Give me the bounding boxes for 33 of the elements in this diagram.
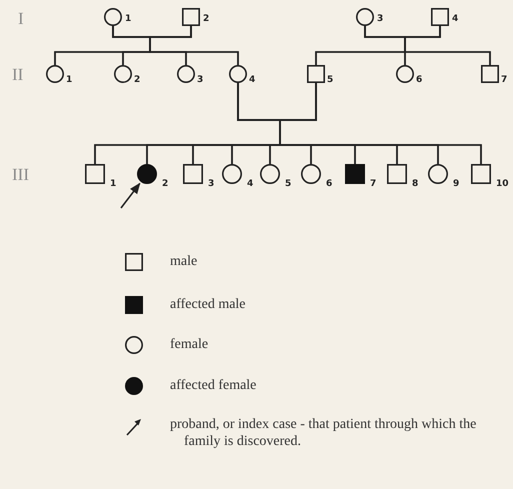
descent-line [404, 26, 491, 65]
individual-number: 5 [285, 180, 292, 189]
descent-line [149, 26, 239, 65]
individual-number: 2 [134, 76, 140, 85]
individual-number: 3 [197, 76, 204, 85]
descent-line [279, 83, 482, 164]
legend-text: proband, or index case - that patient through which the family is discovered. [170, 416, 478, 450]
individual-number: 8 [412, 180, 418, 189]
generation-label: II [12, 66, 24, 83]
individual-number: 10 [496, 180, 509, 189]
individual-number: 3 [377, 15, 384, 24]
individual-number: 1 [110, 180, 116, 189]
legend-text: male [170, 253, 198, 270]
generation-label: III [12, 166, 29, 183]
legend-text: female [170, 336, 208, 353]
legend-text: affected male [170, 296, 246, 313]
individual-number: 9 [453, 180, 460, 189]
individual-number: 4 [247, 180, 254, 189]
individual-number: 2 [203, 15, 210, 24]
legend-text: affected female [170, 377, 256, 394]
generation-label: I [18, 10, 24, 27]
individual-number: 2 [162, 180, 168, 189]
individual-number: 6 [326, 180, 332, 189]
individual-number: 3 [208, 180, 214, 189]
individual-number: 5 [327, 76, 334, 85]
individual-number: 7 [501, 76, 508, 85]
individual-number: 4 [452, 15, 458, 24]
individual-number: 1 [66, 76, 72, 85]
individual-number: 6 [416, 76, 422, 85]
pointer-arrow [120, 182, 140, 208]
individual-number: 4 [249, 76, 256, 85]
individual-number: 7 [370, 180, 376, 189]
individual-number: 1 [125, 15, 132, 24]
